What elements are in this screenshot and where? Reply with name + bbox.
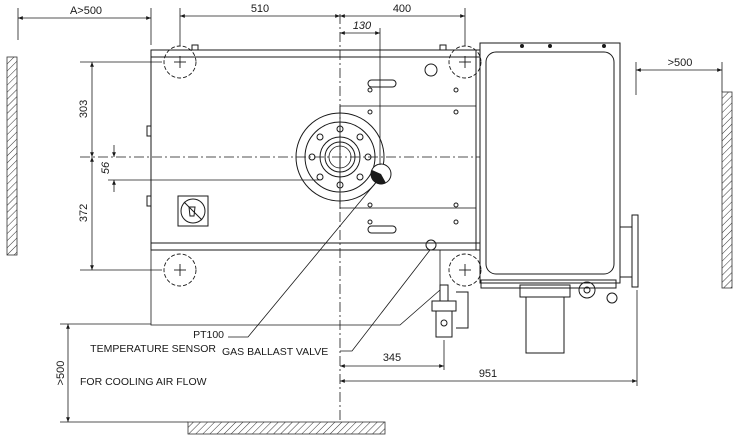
motor xyxy=(479,42,639,354)
dim-offset: 130 xyxy=(353,20,372,32)
dim-lower-height: 372 xyxy=(78,204,90,222)
dim-width-left: 510 xyxy=(251,3,269,15)
dimension-lines xyxy=(17,8,723,423)
label-gas-ballast-valve: GAS BALLAST VALVE xyxy=(222,346,328,358)
dim-overall-length: 951 xyxy=(479,368,497,380)
center-lines xyxy=(80,14,480,420)
dim-bottom-clearance: >500 xyxy=(55,361,67,386)
label-cooling-air: FOR COOLING AIR FLOW xyxy=(80,376,207,388)
gas-ballast-valve-fitting xyxy=(431,284,469,338)
label-pt100: PT100 xyxy=(193,329,224,341)
dim-right-clearance: >500 xyxy=(668,57,693,69)
bottom-wall xyxy=(187,421,386,435)
right-wall xyxy=(721,91,733,289)
pt100-sensor-icon xyxy=(370,163,392,185)
warning-sign-icon xyxy=(177,195,209,227)
pump-body xyxy=(146,44,481,251)
dim-flange-offset: 56 xyxy=(100,161,112,174)
dim-valve-offset: 345 xyxy=(383,352,401,364)
dim-upper-height: 303 xyxy=(78,100,90,118)
dim-a-clearance: A>500 xyxy=(70,5,102,17)
mounting-feet xyxy=(163,45,482,287)
airflow-outline xyxy=(150,250,441,326)
left-wall xyxy=(6,56,18,256)
dim-width-right: 400 xyxy=(393,3,411,15)
label-temperature-sensor: TEMPERATURE SENSOR xyxy=(90,343,216,355)
